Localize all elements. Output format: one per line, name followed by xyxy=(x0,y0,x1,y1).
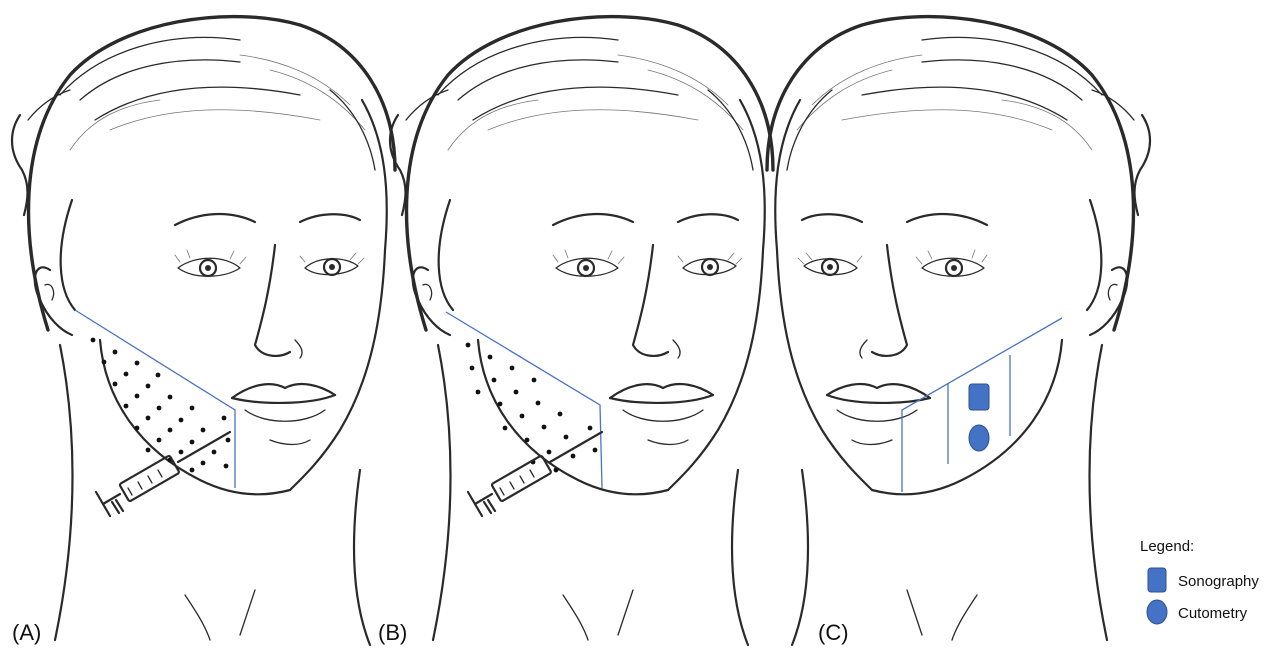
treatment-zone-outline xyxy=(75,310,235,488)
syringe-icon xyxy=(96,432,230,516)
panel-c: (C) xyxy=(767,17,1150,645)
panel-label-a: (A) xyxy=(12,620,41,645)
injection-dot-pattern xyxy=(466,343,598,473)
legend: Legend: Sonography Cutometry xyxy=(1140,538,1259,624)
treatment-zone-outline xyxy=(446,312,602,488)
legend-title: Legend: xyxy=(1140,538,1194,555)
panel-a: (A) xyxy=(12,17,395,645)
sonography-marker xyxy=(969,384,989,410)
syringe-icon xyxy=(468,432,602,516)
injection-dot-pattern xyxy=(91,338,231,473)
legend-cutometry-label: Cutometry xyxy=(1178,605,1248,622)
panel-b: (B) xyxy=(378,17,773,645)
legend-cutometry-swatch xyxy=(1147,600,1167,624)
cutometry-marker xyxy=(969,425,989,451)
legend-sonography-label: Sonography xyxy=(1178,573,1259,590)
panel-label-b: (B) xyxy=(378,620,407,645)
panel-label-c: (C) xyxy=(818,620,849,645)
legend-sonography-swatch xyxy=(1148,568,1166,592)
